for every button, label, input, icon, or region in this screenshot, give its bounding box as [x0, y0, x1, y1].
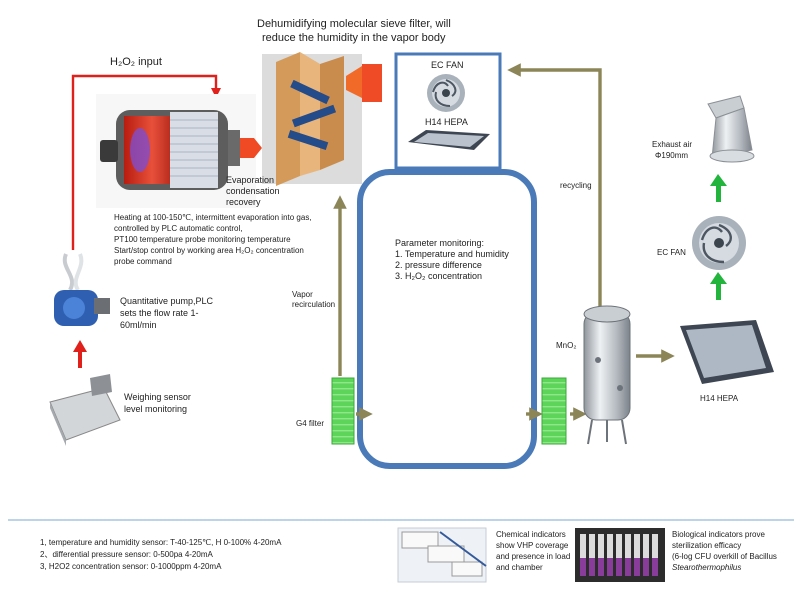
chem-indicator-2: show VHP coverage — [496, 541, 569, 550]
g4-filter-label: G4 filter — [296, 419, 325, 428]
exhaust-label-2: Φ190mm — [655, 151, 689, 160]
ec-fan-right-image — [692, 216, 746, 270]
footer-sensor-2: 2、differential pressure sensor: 0-500pa … — [40, 550, 213, 559]
heating-note-1: Heating at 100-150℃, intermittent evapor… — [114, 213, 312, 222]
biological-indicators-image — [575, 528, 665, 582]
footer-sensor-1: 1, temperature and humidity sensor: T-40… — [40, 538, 282, 547]
chemical-indicators-image — [397, 527, 487, 583]
ec-fan-top-image — [427, 74, 465, 112]
evaporator-unit — [96, 94, 262, 208]
heating-note-5: probe command — [114, 257, 172, 266]
h2o2-input-line — [71, 74, 221, 250]
evaporation-label-3: recovery — [226, 197, 261, 207]
pump-label-2: sets the flow rate 1- — [120, 308, 199, 318]
chem-indicator-1: Chemical indicators — [496, 530, 566, 539]
mno2-tank — [583, 305, 631, 445]
chem-indicator-4: and chamber — [496, 563, 543, 572]
weighing-label-1: Weighing sensor — [124, 392, 191, 402]
exhaust-label-1: Exhaust air — [652, 140, 693, 149]
pump-up-arrow — [73, 340, 87, 368]
heating-note-2: controlled by PLC automatic control, — [114, 224, 243, 233]
sterilization-chamber — [357, 169, 537, 469]
ec-fan-top-label: EC FAN — [431, 60, 464, 70]
ec-fan-right-label: EC FAN — [657, 248, 686, 257]
chem-indicator-3: and presence in load — [496, 552, 571, 561]
h14-hepa-top-label: H14 HEPA — [425, 117, 468, 127]
vapor-label-2: recirculation — [292, 300, 336, 309]
quantitative-pump-image — [54, 253, 110, 326]
h14-hepa-right-label: H14 HEPA — [700, 394, 739, 403]
pump-label-3: 60ml/min — [120, 320, 157, 330]
exhaust-duct-image — [707, 95, 755, 163]
h14-hepa-right-image — [680, 320, 774, 384]
bio-indicator-1: Biological indicators prove — [672, 530, 765, 539]
footer-sensor-3: 3, H2O2 concentration sensor: 0-1000ppm … — [40, 562, 222, 571]
param-item-3: 3. H₂O₂ concentration — [395, 271, 483, 281]
molecular-sieve-filter — [262, 52, 382, 186]
h14-hepa-top-image — [408, 130, 490, 150]
bio-indicator-2: sterilization efficacy — [672, 541, 742, 550]
evaporation-label-1: Evaporation — [226, 175, 275, 185]
g4-filter-right — [541, 377, 567, 445]
recirculation-ducts — [333, 63, 675, 421]
h2o2-input-label: H₂O₂ input — [110, 56, 162, 68]
recycling-label: recycling — [560, 181, 592, 190]
heating-note-4: Start/stop control by working area H₂O₂ … — [114, 246, 304, 255]
title-line-2: reduce the humidity in the vapor body — [262, 32, 446, 44]
evaporation-label-2: condensation — [226, 186, 280, 196]
title-line-1: Dehumidifying molecular sieve filter, wi… — [257, 18, 451, 30]
footer-divider — [8, 519, 794, 521]
weighing-label-2: level monitoring — [124, 404, 188, 414]
bio-indicator-4: Stearothermophilus — [672, 563, 742, 572]
param-item-2: 2. pressure difference — [395, 260, 482, 270]
exhaust-arrows — [710, 174, 727, 300]
pump-label-1: Quantitative pump,PLC — [120, 296, 214, 306]
param-item-1: 1. Temperature and humidity — [395, 249, 509, 259]
param-title: Parameter monitoring: — [395, 238, 485, 248]
mno2-label: MnO₂ — [556, 341, 577, 350]
vapor-label-1: Vapor — [292, 290, 313, 299]
heating-note-3: PT100 temperature probe monitoring tempe… — [114, 235, 291, 244]
bio-indicator-3: (6-log CFU overkill of Bacillus — [672, 552, 777, 561]
weighing-sensor-image — [49, 374, 121, 446]
g4-filter-left — [331, 377, 355, 445]
